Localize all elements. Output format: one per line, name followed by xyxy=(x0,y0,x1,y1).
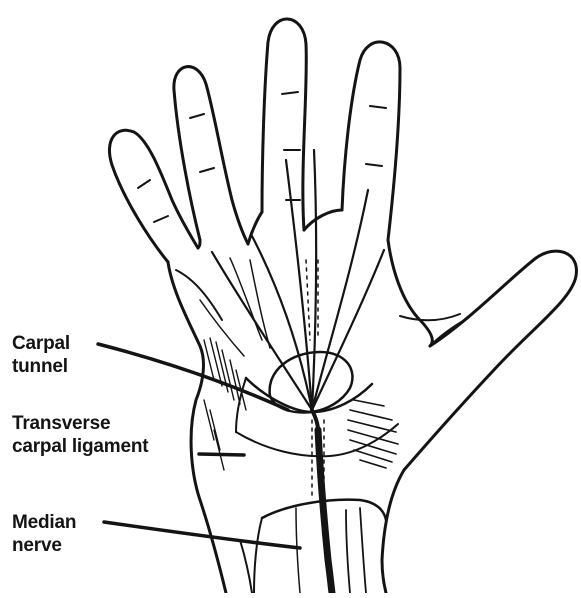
web-index-middle xyxy=(198,240,200,248)
forearm-compartment xyxy=(240,500,386,593)
label-transverse-carpal-ligament: Transverse carpal ligament xyxy=(12,412,148,458)
label-carpal-tunnel-line1: Carpal xyxy=(12,332,70,355)
web-ring-little xyxy=(304,210,342,230)
carpal-tunnel-leader xyxy=(98,344,288,410)
index-finger xyxy=(109,130,198,262)
hypothenar-hatching xyxy=(204,338,246,470)
label-carpal-tunnel-line2: tunnel xyxy=(12,355,70,378)
palm-ulnar-edge xyxy=(388,240,432,346)
label-median-nerve-line1: Median xyxy=(12,511,76,534)
thumb xyxy=(400,251,576,470)
median-nerve-leader xyxy=(104,522,300,548)
label-median-nerve-line2: nerve xyxy=(12,534,76,557)
thenar-hatching xyxy=(348,400,398,468)
ring-finger xyxy=(262,19,306,230)
web-middle-ring xyxy=(248,212,262,244)
ligament-leader xyxy=(199,454,244,455)
label-ligament-line2: carpal ligament xyxy=(12,435,148,458)
label-carpal-tunnel: Carpal tunnel xyxy=(12,332,70,378)
flexor-tendons xyxy=(212,150,384,410)
little-finger xyxy=(342,42,400,240)
label-ligament-line1: Transverse xyxy=(12,412,148,435)
label-median-nerve: Median nerve xyxy=(12,511,76,557)
wrist-right-edge xyxy=(382,470,404,593)
median-nerve xyxy=(318,430,332,593)
middle-finger xyxy=(174,67,248,244)
